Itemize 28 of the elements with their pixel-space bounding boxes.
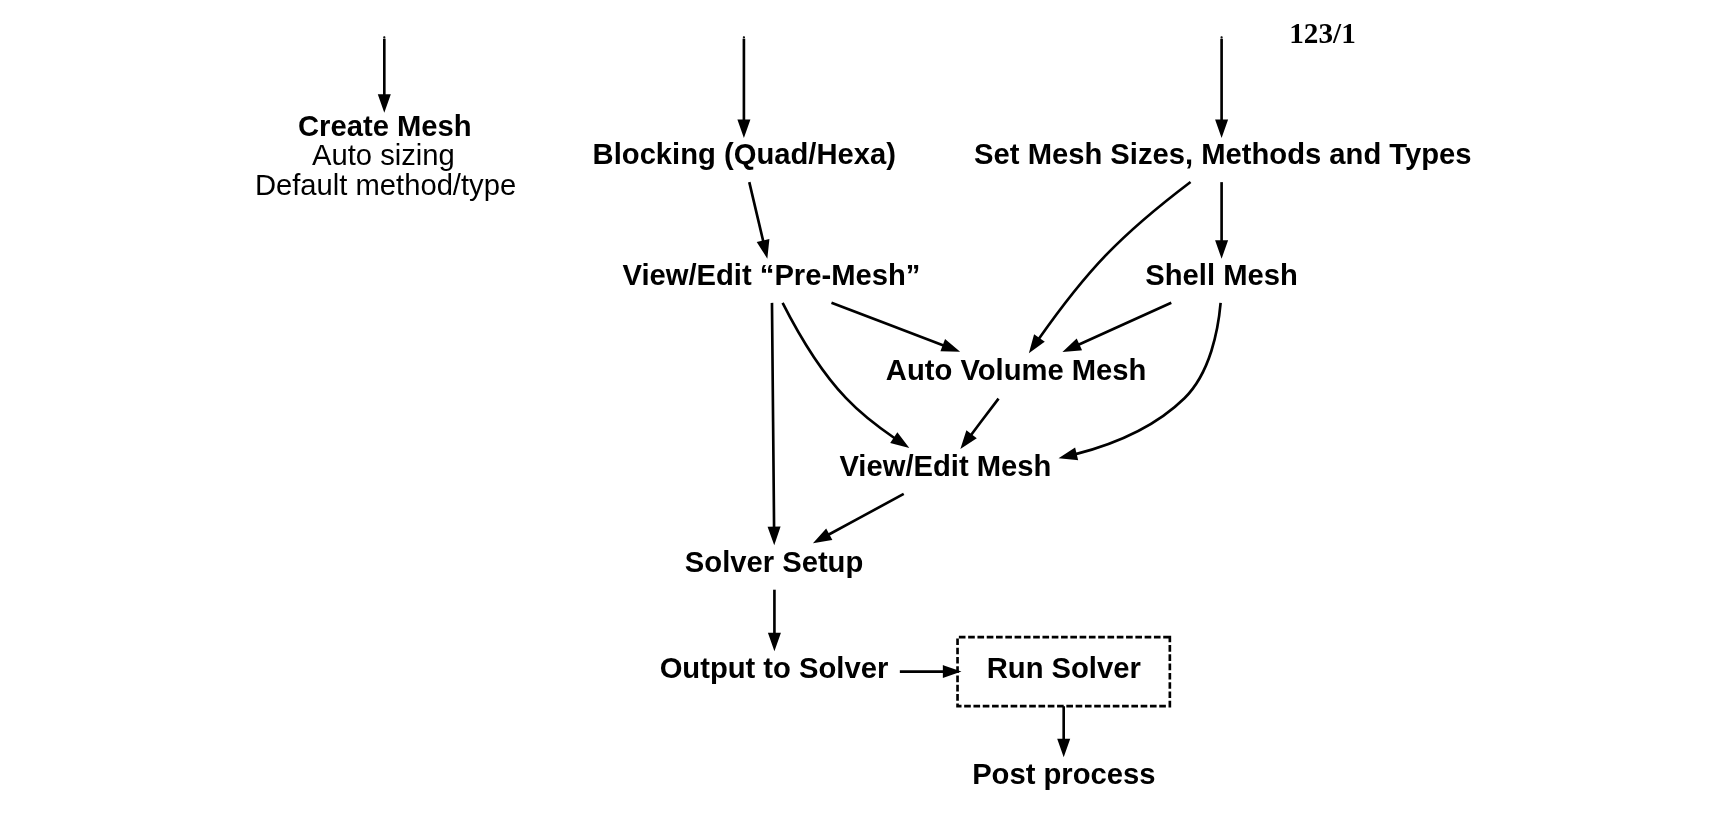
arrow [1058,302,1222,461]
arrow [748,181,770,259]
arrow [1062,301,1172,352]
arrow [377,38,391,113]
arrow [812,492,905,544]
node-text: Output to Solver [659,651,889,684]
arrow [1215,38,1229,139]
node-text: Shell Mesh [1145,258,1298,291]
node-text: Blocking (Quad/Hexa) [592,138,896,171]
node-text: Set Mesh Sizes, Methods and Types [974,138,1472,171]
node-text: View/Edit “Pre-Mesh” [622,258,921,291]
node-text: Solver Setup [684,545,864,578]
node-text: Post process [972,757,1156,790]
label: 123/1 [1289,17,1356,50]
arrow [1057,706,1071,758]
arrow [767,302,781,546]
arrow [737,38,751,139]
node-box: Run Solver [956,635,1172,708]
arrow [767,589,781,652]
node-text: Create Mesh Auto sizing Default method/type [254,110,517,201]
arrow [960,397,1000,450]
arrow [831,301,961,352]
arrow [781,302,910,448]
arrow [899,665,962,679]
arrow [1028,180,1192,354]
node-text: Auto Volume Mesh [885,354,1147,387]
node-text: View/Edit Mesh [839,449,1052,482]
arrow [1215,182,1229,259]
